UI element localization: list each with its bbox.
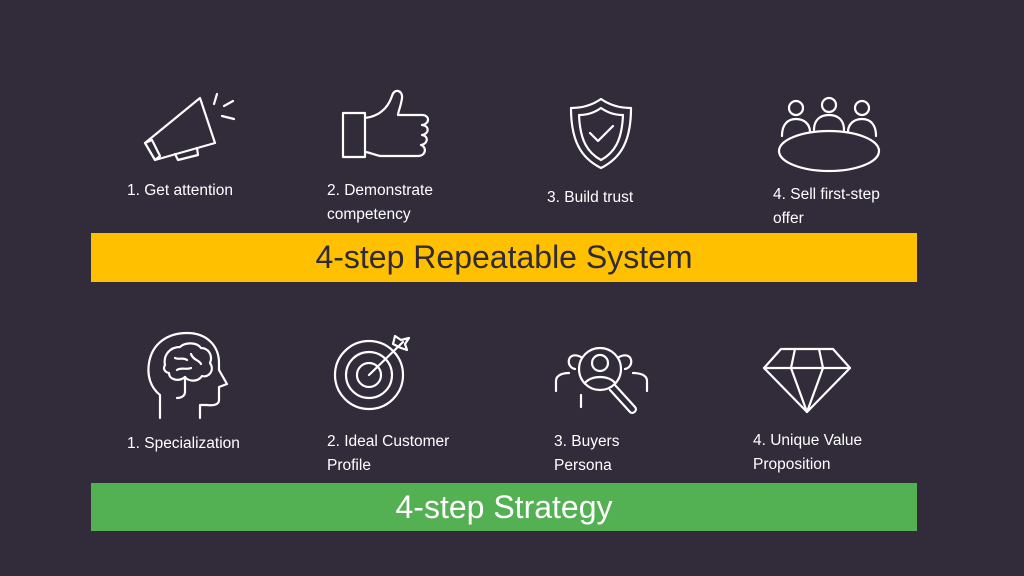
strategy-step-1-label: 1. Specialization xyxy=(127,435,240,452)
repeatable-system-banner: 4-step Repeatable System xyxy=(91,233,917,282)
strategy-banner: 4-step Strategy xyxy=(91,483,917,531)
target-arrow-icon xyxy=(333,332,413,412)
system-step-1-label: 1. Get attention xyxy=(127,182,233,199)
brain-head-icon xyxy=(145,330,230,422)
meeting-table-icon xyxy=(776,96,882,174)
diamond-icon xyxy=(761,345,853,415)
thumbs-up-icon xyxy=(340,88,435,163)
persona-search-icon xyxy=(553,345,651,417)
system-step-3-label: 3. Build trust xyxy=(547,189,634,206)
megaphone-icon xyxy=(140,88,240,163)
shield-check-icon xyxy=(566,96,636,171)
